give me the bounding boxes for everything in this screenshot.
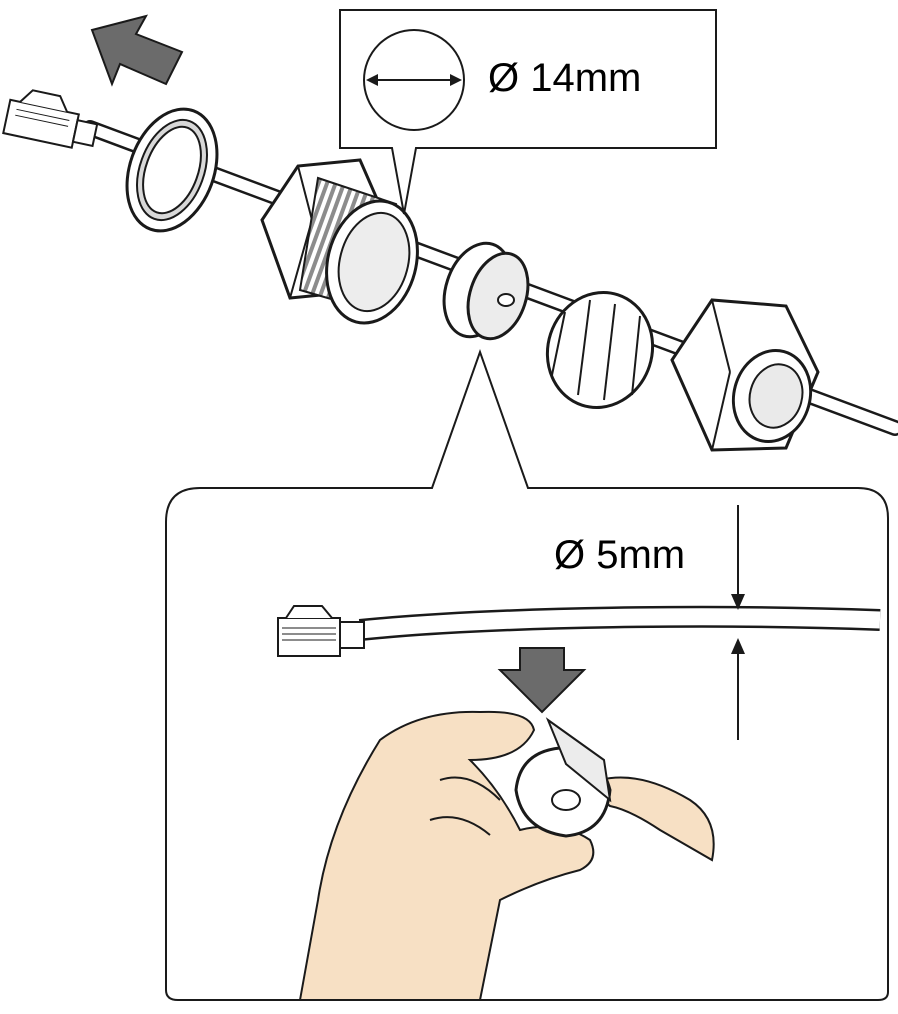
move-down-arrow-icon: [497, 647, 587, 714]
move-left-arrow-icon: [90, 14, 184, 87]
cable-diameter-label: Ø 5mm: [554, 533, 686, 577]
rj45-connector-lower-icon: [277, 605, 365, 657]
seal-insert: [442, 241, 530, 341]
gland-diameter-label: Ø 14mm: [488, 56, 642, 100]
gland-diameter-callout: [339, 9, 717, 215]
cable-diameter-arrows: [731, 505, 745, 740]
rj45-connector-icon: [2, 89, 99, 149]
claw-ring: [545, 291, 655, 409]
split-seal: [514, 717, 612, 838]
gland-body: [260, 158, 419, 325]
sealing-ring: [125, 107, 219, 233]
cap-nut: [670, 298, 820, 452]
cable-lower: [358, 605, 881, 641]
hand-icon: [298, 710, 715, 1001]
